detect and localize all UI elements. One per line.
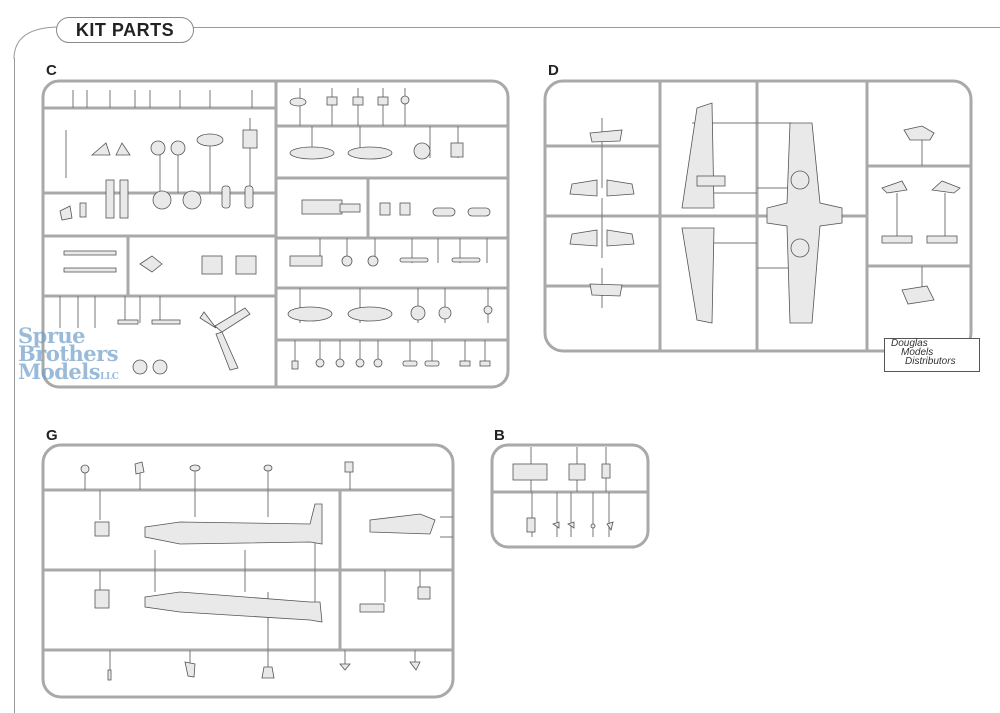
watermark-line-1: Sprue (18, 323, 86, 348)
sprue-label-g: G (46, 427, 58, 444)
frame-corner (13, 26, 61, 60)
sprue-d (543, 79, 973, 353)
watermark-line-2: Brothers (18, 341, 119, 366)
watermark-line-3: ModelsLLC (18, 361, 119, 386)
sprue-brothers-watermark: Sprue Brothers ModelsLLC (18, 323, 119, 386)
page-title-text: KIT PARTS (75, 19, 175, 40)
stamp-line-3: Distributors (905, 356, 956, 367)
sprue-label-d: D (548, 62, 559, 79)
sprue-label-c: C (46, 62, 57, 79)
stamp-line-2: Models (901, 347, 934, 358)
sprue-g (41, 443, 455, 699)
frame-top-line (60, 27, 1000, 28)
sprue-b (490, 443, 650, 549)
watermark-models: Models (18, 359, 101, 384)
frame-left-line (14, 58, 15, 713)
page-title: KIT PARTS (56, 17, 194, 43)
douglas-models-stamp: Douglas Models Distributors (884, 338, 980, 372)
watermark-llc: LLC (100, 372, 119, 382)
stamp-line-1: Douglas (891, 338, 928, 349)
sprue-c (41, 79, 510, 389)
sprue-label-b: B (494, 427, 505, 444)
